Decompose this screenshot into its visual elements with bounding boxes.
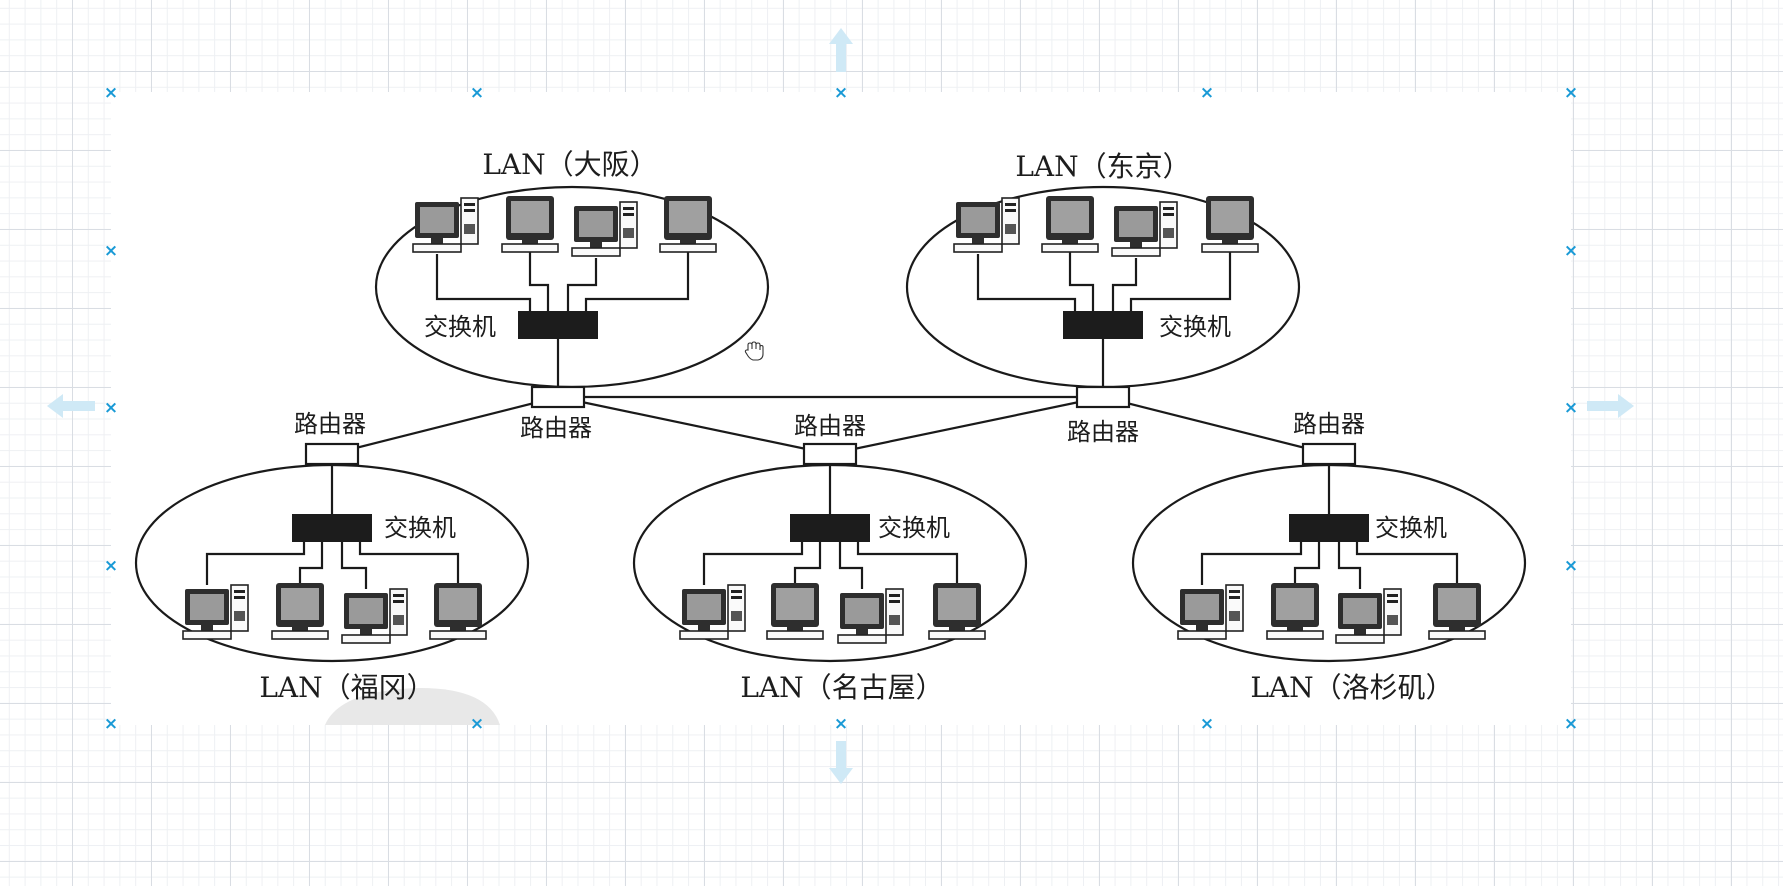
hand-cursor-icon [744, 341, 764, 361]
lan-cable [566, 258, 598, 313]
computer-icon[interactable] [953, 197, 1020, 253]
switch-icon[interactable] [790, 514, 870, 542]
computer-icon[interactable] [766, 582, 824, 640]
cross-icon[interactable]: × [104, 556, 118, 576]
lan-cable [976, 254, 1077, 313]
lan-cable [1111, 258, 1138, 313]
computer-icon[interactable] [1335, 588, 1402, 644]
selection-handles: × × × × × × × × × × × × × × × × [104, 83, 1578, 734]
router-icon[interactable] [802, 442, 858, 466]
cross-icon[interactable]: × [470, 83, 484, 103]
lan-cable [838, 540, 864, 589]
wan-link [829, 395, 1104, 456]
lan-cable [856, 540, 959, 583]
cross-icon[interactable]: × [1564, 398, 1578, 418]
cross-icon[interactable]: × [1564, 83, 1578, 103]
computer-icon[interactable] [1266, 582, 1324, 640]
computer-icon[interactable] [429, 582, 487, 640]
computer-icon[interactable] [1201, 195, 1259, 253]
switch-label: 交换机 [1375, 514, 1447, 542]
lan-cable [358, 540, 460, 583]
cross-icon[interactable]: × [834, 714, 848, 734]
lan-cable [205, 540, 306, 585]
computer-icon[interactable] [1041, 195, 1099, 253]
computer-icon[interactable] [837, 588, 904, 644]
computer-icon[interactable] [182, 584, 249, 640]
cross-icon[interactable]: × [1564, 714, 1578, 734]
computer-icon[interactable] [271, 582, 329, 640]
lan-cable [1068, 252, 1095, 313]
computer-icon[interactable] [1111, 201, 1178, 257]
lan-cable [702, 540, 804, 585]
router-icon[interactable] [530, 385, 586, 409]
switch-label: 交换机 [384, 514, 456, 542]
lan-group [374, 185, 770, 397]
cross-icon[interactable]: × [104, 83, 118, 103]
lan-group [632, 454, 1028, 663]
lan-label: LAN（福冈） [259, 671, 434, 704]
switch-icon[interactable] [1063, 311, 1143, 339]
lan-cable [435, 254, 532, 313]
computer-icon[interactable] [341, 588, 408, 644]
wan-link [331, 395, 559, 456]
switch-label: 交换机 [424, 313, 496, 341]
router-label: 路由器 [520, 414, 592, 442]
switch-label: 交换机 [878, 514, 950, 542]
lan-label: LAN（大阪） [482, 148, 657, 181]
switch-icon[interactable] [292, 514, 372, 542]
lan-cable [1337, 540, 1362, 589]
computer-icon[interactable] [1428, 582, 1486, 640]
connection-arrows [47, 28, 1634, 784]
arrow-down-icon[interactable] [829, 741, 853, 784]
router-label: 路由器 [1293, 410, 1365, 438]
computer-icon[interactable] [571, 201, 638, 257]
lan-cable [1293, 540, 1321, 583]
router-icon[interactable] [304, 442, 360, 466]
cross-icon[interactable]: × [104, 241, 118, 261]
cross-icon[interactable]: × [104, 398, 118, 418]
router-label: 路由器 [294, 410, 366, 438]
computer-icon[interactable] [1177, 584, 1244, 640]
router-label: 路由器 [1067, 418, 1139, 446]
lan-cable [528, 252, 550, 313]
lan-label: LAN（洛杉矶） [1250, 671, 1453, 704]
cross-icon[interactable]: × [1200, 714, 1214, 734]
lan-label: LAN（东京） [1015, 150, 1190, 183]
cross-icon[interactable]: × [834, 83, 848, 103]
lan-group [905, 185, 1301, 397]
cross-icon[interactable]: × [1200, 83, 1214, 103]
arrow-up-icon[interactable] [829, 28, 853, 72]
lan-cable [584, 252, 690, 313]
cross-icon[interactable]: × [104, 714, 118, 734]
lan-cable [1129, 252, 1232, 313]
cross-icon[interactable]: × [470, 714, 484, 734]
computer-icon[interactable] [679, 584, 746, 640]
arrow-left-icon[interactable] [47, 394, 95, 418]
router-icon[interactable] [1301, 442, 1357, 466]
router-icon[interactable] [1075, 385, 1131, 409]
wan-link [557, 395, 831, 456]
lan-cable [1355, 540, 1459, 583]
lan-cable [298, 540, 324, 583]
wan-link [1102, 395, 1330, 456]
arrow-right-icon[interactable] [1587, 394, 1634, 418]
computer-icon[interactable] [928, 582, 986, 640]
lan-cable [1200, 540, 1303, 585]
diagram-image [111, 92, 1571, 725]
lan-cable [340, 540, 368, 589]
switch-icon[interactable] [518, 311, 598, 339]
computer-icon[interactable] [659, 195, 717, 253]
computer-icon[interactable] [412, 197, 479, 253]
router-label: 路由器 [794, 412, 866, 440]
lan-label: LAN（名古屋） [740, 671, 943, 704]
cross-icon[interactable]: × [1564, 556, 1578, 576]
lan-cable [793, 540, 822, 583]
switch-label: 交换机 [1159, 313, 1231, 341]
smudge [325, 688, 500, 725]
computer-icon[interactable] [501, 195, 559, 253]
switch-icon[interactable] [1289, 514, 1369, 542]
cross-icon[interactable]: × [1564, 241, 1578, 261]
